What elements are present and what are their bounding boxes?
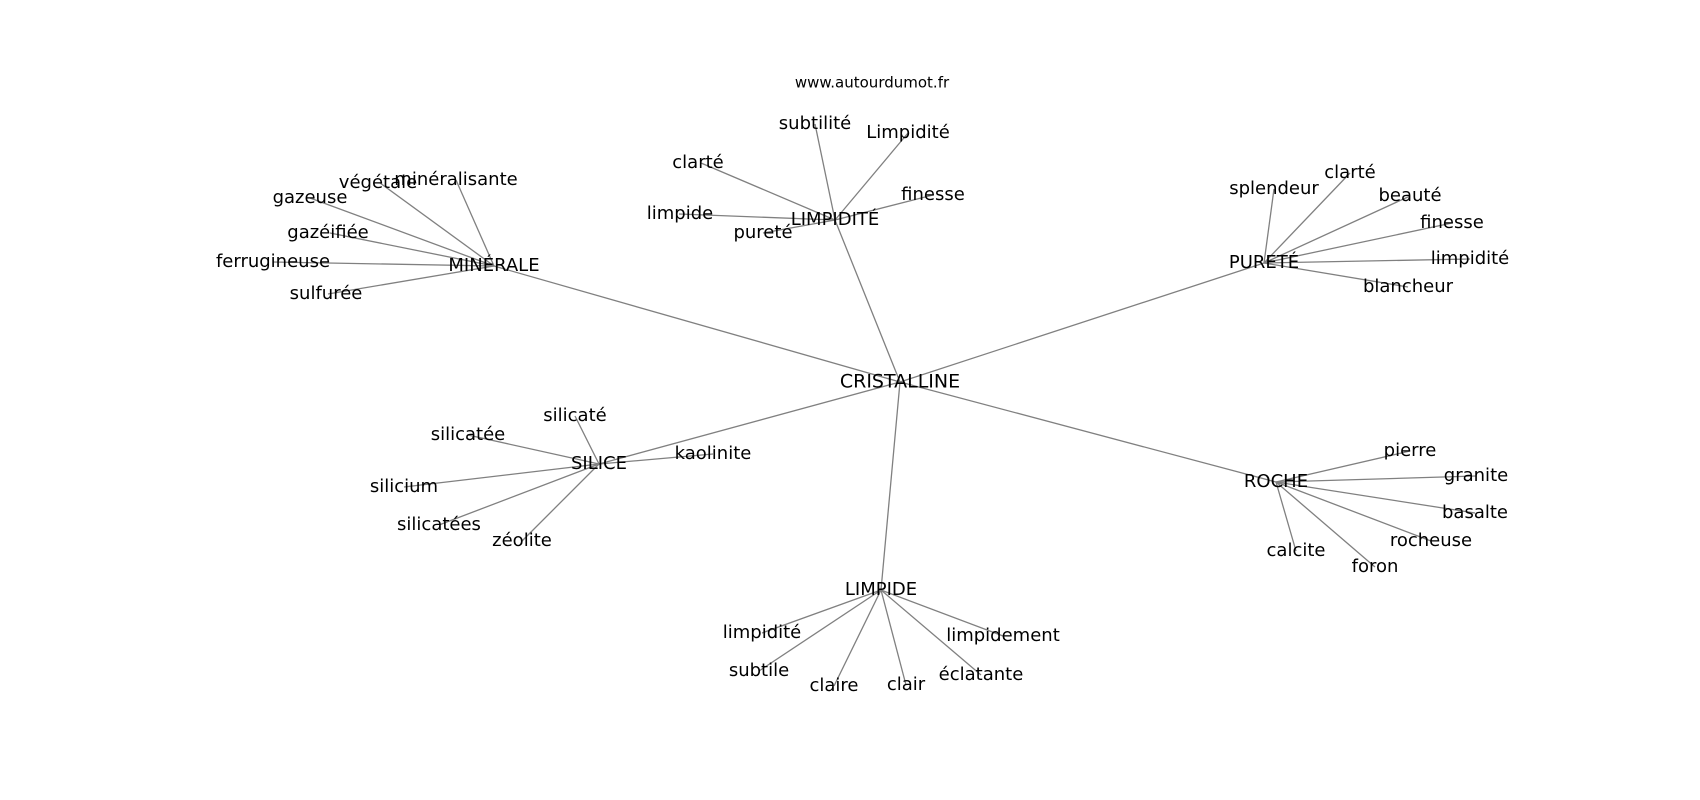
edge-minerale-leaf-3 xyxy=(329,232,495,267)
edge-center-roche xyxy=(899,381,1277,483)
edge-minerale-leaf-2 xyxy=(309,197,495,267)
leaf-node-limpide-2: subtile xyxy=(729,660,789,681)
edge-roche-leaf-5 xyxy=(1275,481,1376,568)
edge-purete-leaf-3 xyxy=(1263,222,1453,264)
hub-node-silice: SILICE xyxy=(571,453,627,474)
leaf-node-minerale-3: gazéifiée xyxy=(287,222,368,243)
leaf-node-roche-4: calcite xyxy=(1267,540,1326,561)
edge-silice-leaf-1 xyxy=(467,434,600,465)
leaf-node-minerale-1: végétale xyxy=(339,172,417,193)
edge-silice-leaf-5 xyxy=(521,463,600,542)
leaf-node-purete-4: limpidité xyxy=(1431,248,1510,269)
leaf-node-limpidite-1: Limpidité xyxy=(866,122,950,143)
edge-limpidite-leaf-3 xyxy=(834,194,934,221)
center-node-label: CRISTALLINE xyxy=(840,371,960,393)
edge-limpidite-leaf-2 xyxy=(700,162,836,221)
leaf-node-limpide-3: claire xyxy=(809,675,858,696)
edge-minerale-leaf-1 xyxy=(379,182,495,267)
leaf-node-silice-3: silicium xyxy=(370,476,438,497)
edge-center-limpidite xyxy=(834,219,901,383)
leaf-node-limpide-4: clair xyxy=(887,674,926,695)
leaf-node-purete-1: clarté xyxy=(1324,162,1375,183)
edge-roche-leaf-0 xyxy=(1275,450,1411,483)
leaf-node-limpide-1: limpidement xyxy=(946,625,1060,646)
edge-minerale-leaf-5 xyxy=(327,265,495,295)
leaf-node-limpidite-0: subtilité xyxy=(779,113,851,134)
leaf-node-minerale-0: minéralisante xyxy=(394,169,517,190)
edge-silice-leaf-4 xyxy=(438,463,600,526)
edge-center-silice xyxy=(598,381,901,465)
hub-node-purete: PURETÉ xyxy=(1229,251,1299,273)
edge-limpidite-leaf-5 xyxy=(762,219,836,234)
edge-silice-leaf-0 xyxy=(574,415,600,465)
leaf-node-limpidite-2: clarté xyxy=(672,152,723,173)
leaf-node-minerale-5: sulfurée xyxy=(290,283,363,304)
hub-node-minerale: MINÉRALE xyxy=(448,254,539,276)
edge-roche-leaf-3 xyxy=(1275,481,1432,542)
edge-limpide-leaf-5 xyxy=(880,589,982,676)
edge-roche-leaf-4 xyxy=(1275,481,1297,552)
leaf-node-purete-0: splendeur xyxy=(1229,178,1319,199)
edge-minerale-leaf-0 xyxy=(455,179,495,267)
leaf-node-limpidite-4: limpide xyxy=(647,203,713,224)
hub-node-limpide: LIMPIDE xyxy=(845,579,917,600)
leaf-node-purete-2: beauté xyxy=(1378,185,1441,206)
edge-purete-leaf-2 xyxy=(1263,195,1411,264)
edge-center-limpide xyxy=(880,381,901,591)
leaf-node-silice-2: kaolinite xyxy=(675,443,752,464)
edge-minerale-leaf-4 xyxy=(272,261,495,267)
leaf-node-silice-1: silicatée xyxy=(431,424,506,445)
edge-limpide-leaf-3 xyxy=(833,589,882,687)
leaf-node-roche-0: pierre xyxy=(1384,440,1437,461)
edge-roche-leaf-2 xyxy=(1275,481,1476,514)
edge-purete-leaf-5 xyxy=(1263,262,1409,288)
edge-silice-leaf-2 xyxy=(598,453,714,465)
leaf-node-limpide-0: limpidité xyxy=(723,622,802,643)
edge-limpide-leaf-0 xyxy=(761,589,882,634)
edge-limpide-leaf-4 xyxy=(880,589,907,686)
leaf-node-roche-5: foron xyxy=(1352,556,1399,577)
hub-node-limpidite: LIMPIDITÉ xyxy=(791,208,880,230)
edge-limpidite-leaf-0 xyxy=(814,123,836,221)
leaf-node-limpidite-5: pureté xyxy=(733,222,792,243)
leaf-node-roche-1: granite xyxy=(1444,465,1508,486)
nodes-layer: CRISTALLINE MINÉRALE minéralisantevégétale… xyxy=(216,113,1509,696)
edge-limpidite-leaf-4 xyxy=(678,213,836,221)
edge-silice-leaf-3 xyxy=(403,463,600,488)
source-label: www.autourdumot.fr xyxy=(795,74,950,92)
edge-center-purete xyxy=(899,262,1265,383)
edges-layer xyxy=(272,123,1477,687)
edge-limpide-leaf-1 xyxy=(880,589,1004,637)
leaf-node-silice-5: zéolite xyxy=(492,530,552,551)
edge-limpidite-leaf-1 xyxy=(834,132,909,221)
leaf-node-purete-3: finesse xyxy=(1420,212,1484,233)
leaf-node-limpidite-3: finesse xyxy=(901,184,965,205)
edge-limpide-leaf-2 xyxy=(758,589,882,672)
edge-center-minerale xyxy=(493,265,901,383)
leaf-node-silice-4: silicatées xyxy=(397,514,481,535)
leaf-node-limpide-5: éclatante xyxy=(939,664,1024,685)
hub-node-roche: ROCHE xyxy=(1244,471,1308,492)
edge-roche-leaf-1 xyxy=(1275,475,1477,483)
leaf-node-purete-5: blancheur xyxy=(1363,276,1454,297)
leaf-node-minerale-2: gazeuse xyxy=(273,187,348,208)
leaf-node-roche-3: rocheuse xyxy=(1390,530,1472,551)
leaf-node-minerale-4: ferrugineuse xyxy=(216,251,330,272)
leaf-node-roche-2: basalte xyxy=(1442,502,1508,523)
edge-purete-leaf-0 xyxy=(1263,188,1275,264)
edge-purete-leaf-4 xyxy=(1263,258,1471,264)
edge-purete-leaf-1 xyxy=(1263,172,1351,264)
leaf-node-silice-0: silicaté xyxy=(543,405,606,426)
